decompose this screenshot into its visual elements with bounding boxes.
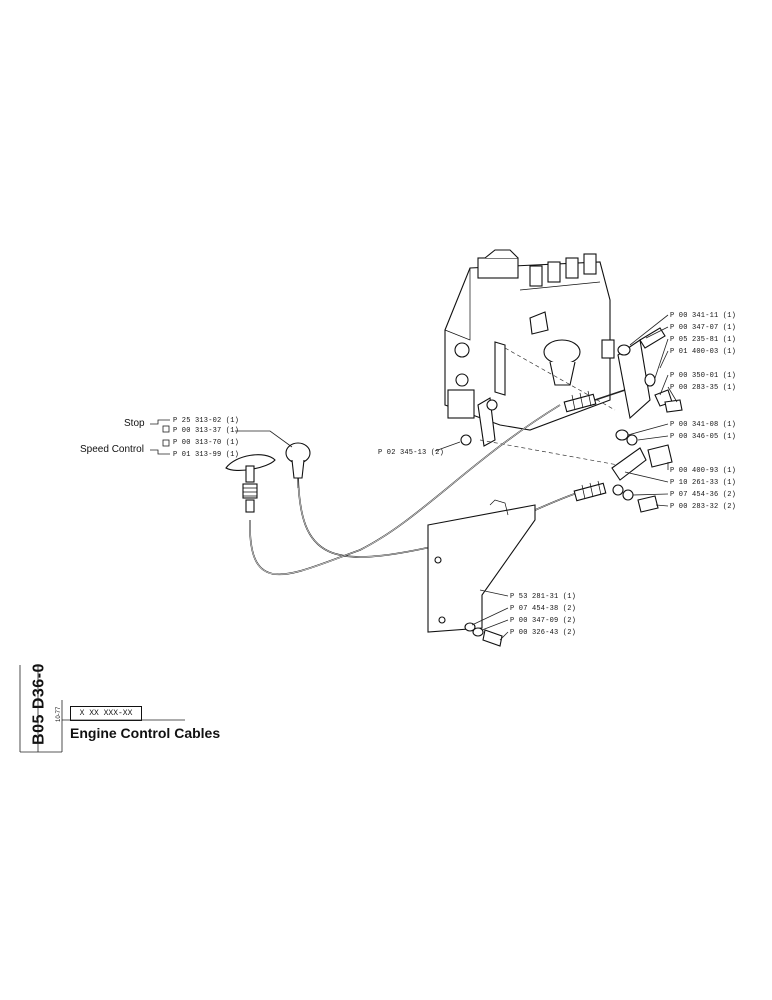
- leader-speed: [150, 449, 170, 455]
- part-rm-3: P 00 400-93 (1): [670, 467, 736, 475]
- part-br-3: P 00 347-09 (2): [510, 617, 576, 625]
- speed-control-handle: [225, 454, 276, 513]
- bracket-labels: P 53 281-31 (1) P 07 454-38 (2) P 00 347…: [471, 589, 576, 641]
- part-rt-2: P 00 347-07 (1): [670, 324, 736, 332]
- part-rt-6: P 00 283-35 (1): [670, 384, 736, 392]
- leader-stop-knob: [235, 430, 293, 448]
- part-speed-b: P 01 313-99 (1): [173, 451, 239, 459]
- label-speed-control: Speed Control: [80, 444, 144, 455]
- part-code-box: X XX XXX-XX: [70, 706, 142, 721]
- part-br-2: P 07 454-38 (2): [510, 605, 576, 613]
- injection-pump: [444, 249, 615, 447]
- part-rm-4: P 10 261-33 (1): [670, 479, 736, 487]
- part-br-4: P 00 326-43 (2): [510, 629, 576, 637]
- part-rm-2: P 00 346-05 (1): [670, 433, 736, 441]
- coupling-lower: [573, 480, 607, 502]
- speed-bracket-icon: [162, 439, 170, 447]
- part-stop-a: P 25 313-02 (1): [173, 417, 239, 425]
- part-stop-b: P 00 313-37 (1): [173, 427, 239, 435]
- part-br-1: P 53 281-31 (1): [510, 593, 576, 601]
- part-rt-1: P 00 341-11 (1): [670, 312, 736, 320]
- right-mid-labels: P 00 341-08 (1) P 00 346-05 (1) P 00 400…: [624, 421, 736, 511]
- part-rt-5: P 00 350-01 (1): [670, 372, 736, 380]
- part-rm-5: P 07 454-36 (2): [670, 491, 736, 499]
- label-stop: Stop: [124, 418, 145, 429]
- right-top-labels: P 00 341-11 (1) P 00 347-07 (1) P 05 235…: [629, 312, 736, 403]
- stop-knob: [285, 442, 311, 488]
- part-speed-a: P 00 313-70 (1): [173, 439, 239, 447]
- part-rt-3: P 05 235-81 (1): [670, 336, 736, 344]
- cable-speed: [249, 404, 561, 576]
- upper-lever-assembly: [617, 327, 683, 420]
- part-rt-4: P 01 400-03 (1): [670, 348, 736, 356]
- leader-stop: [150, 419, 170, 425]
- part-rm-1: P 00 341-08 (1): [670, 421, 736, 429]
- mounting-bracket: [427, 499, 536, 647]
- lower-lever-assembly: [611, 429, 673, 513]
- leader-pump: [434, 441, 461, 452]
- centre-line-lower: [479, 439, 619, 466]
- stop-bracket-icon: [162, 425, 170, 433]
- part-rm-6: P 00 283-32 (2): [670, 503, 736, 511]
- page-title: Engine Control Cables: [70, 725, 221, 741]
- part-pump: P 02 345-13 (2): [378, 449, 444, 457]
